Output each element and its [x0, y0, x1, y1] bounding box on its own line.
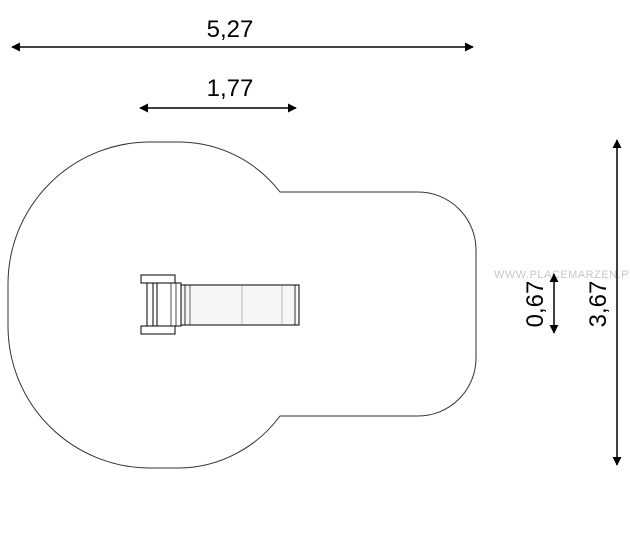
total-depth-dimension: 3,67	[585, 139, 622, 466]
slide-component	[140, 274, 300, 335]
total-depth-label: 3,67	[585, 281, 612, 328]
safety-zone-outline	[7, 141, 477, 469]
slide-width-label: 1,77	[207, 75, 254, 102]
total-width-dimension: 5,27	[11, 16, 474, 52]
slide-width-dimension: 1,77	[139, 75, 297, 113]
slide-depth-label: 0,67	[522, 281, 549, 328]
total-width-label: 5,27	[207, 16, 254, 43]
watermark: WWW.PLACEMARZEN.PL	[494, 269, 630, 281]
slide-depth-dimension: 0,67	[522, 273, 559, 334]
